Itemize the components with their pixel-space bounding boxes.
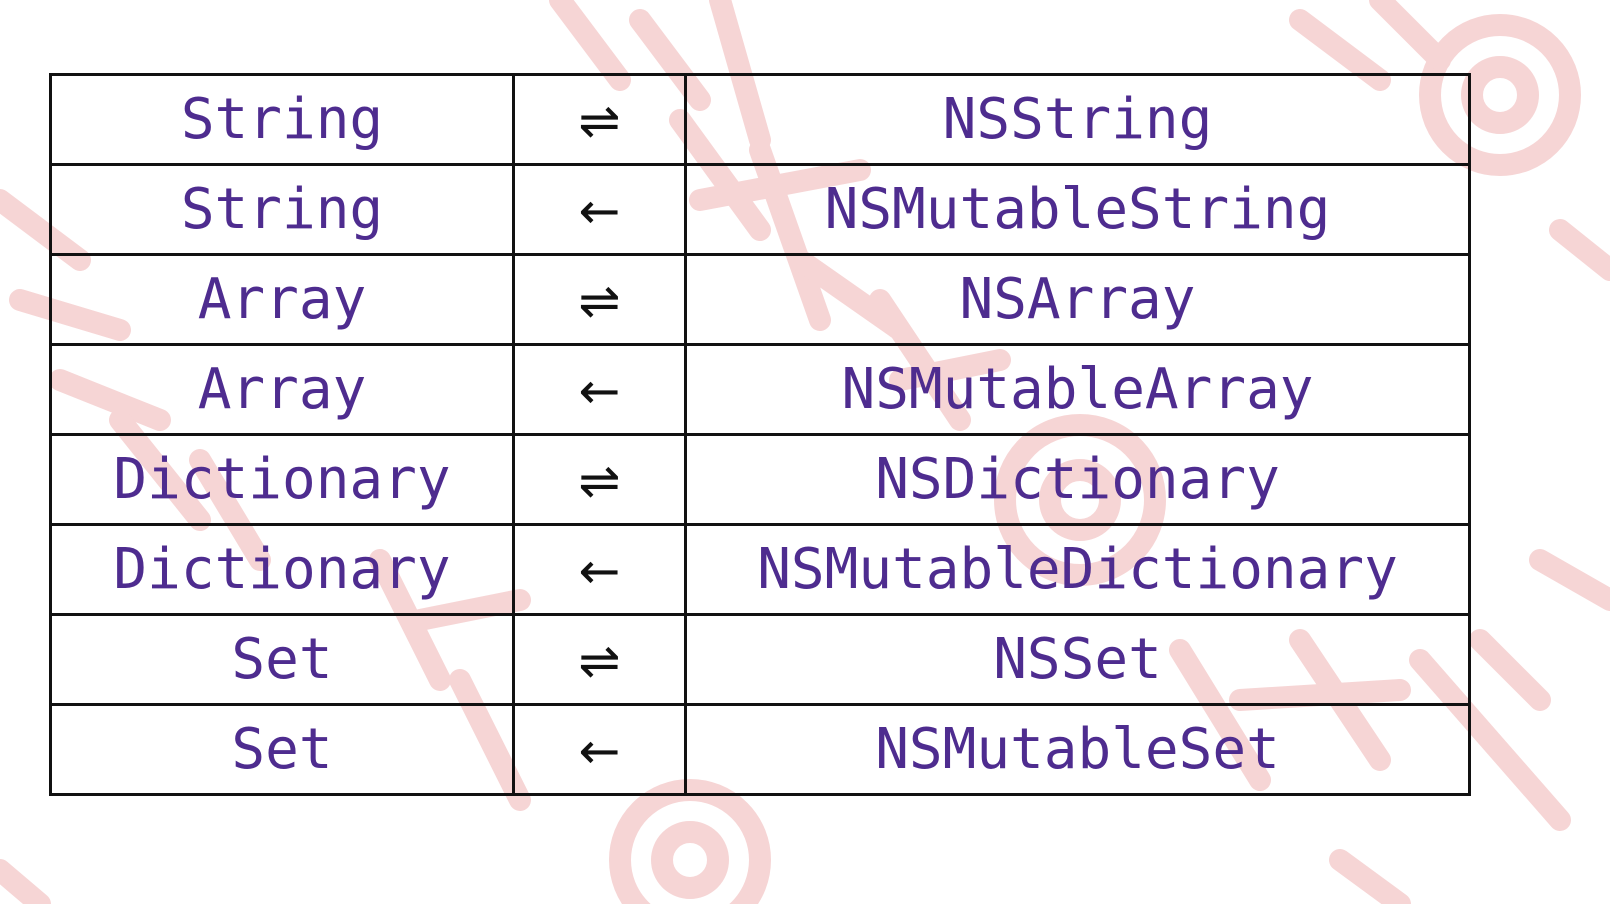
- conversion-direction-cell: ←: [512, 523, 687, 616]
- conversion-direction-cell: ⇌: [512, 253, 687, 346]
- foundation-type-cell: NSDictionary: [684, 433, 1471, 526]
- swift-type-cell: Dictionary: [49, 523, 515, 616]
- bidirectional-harpoon-icon: ⇌: [578, 91, 621, 150]
- conversion-direction-cell: ←: [512, 163, 687, 256]
- conversion-direction-cell: ←: [512, 343, 687, 436]
- conversion-direction-cell: ←: [512, 703, 687, 796]
- table-row: Set ← NSMutableSet: [49, 703, 1471, 796]
- table-row: Set ⇌ NSSet: [49, 613, 1471, 706]
- table-row: Dictionary ← NSMutableDictionary: [49, 523, 1471, 616]
- left-arrow-icon: ←: [578, 181, 621, 240]
- swift-type-cell: Array: [49, 343, 515, 436]
- left-arrow-icon: ←: [578, 361, 621, 420]
- swift-type-cell: String: [49, 73, 515, 166]
- left-arrow-icon: ←: [578, 721, 621, 780]
- foundation-type-cell: NSMutableSet: [684, 703, 1471, 796]
- swift-type-cell: Set: [49, 703, 515, 796]
- foundation-type-cell: NSArray: [684, 253, 1471, 346]
- swift-type-cell: String: [49, 163, 515, 256]
- conversion-direction-cell: ⇌: [512, 433, 687, 526]
- table-row: String ← NSMutableString: [49, 163, 1471, 256]
- bidirectional-harpoon-icon: ⇌: [578, 271, 621, 330]
- table-row: Array ← NSMutableArray: [49, 343, 1471, 436]
- swift-type-cell: Array: [49, 253, 515, 346]
- swift-type-cell: Set: [49, 613, 515, 706]
- foundation-type-cell: NSMutableArray: [684, 343, 1471, 436]
- bidirectional-harpoon-icon: ⇌: [578, 631, 621, 690]
- table-row: Array ⇌ NSArray: [49, 253, 1471, 346]
- table-row: String ⇌ NSString: [49, 73, 1471, 166]
- foundation-type-cell: NSSet: [684, 613, 1471, 706]
- table-row: Dictionary ⇌ NSDictionary: [49, 433, 1471, 526]
- conversion-direction-cell: ⇌: [512, 613, 687, 706]
- bidirectional-harpoon-icon: ⇌: [578, 451, 621, 510]
- foundation-type-cell: NSMutableDictionary: [684, 523, 1471, 616]
- swift-type-cell: Dictionary: [49, 433, 515, 526]
- foundation-type-cell: NSString: [684, 73, 1471, 166]
- left-arrow-icon: ←: [578, 541, 621, 600]
- foundation-type-cell: NSMutableString: [684, 163, 1471, 256]
- conversion-direction-cell: ⇌: [512, 73, 687, 166]
